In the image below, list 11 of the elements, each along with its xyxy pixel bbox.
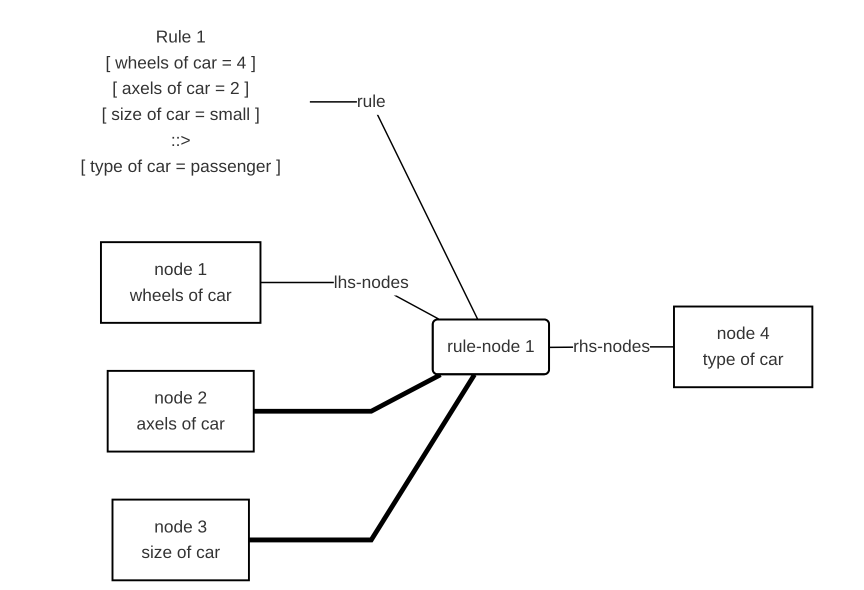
node-box: node 2 axels of car	[106, 370, 255, 453]
node-box: node 4 type of car	[673, 306, 814, 388]
connector	[248, 373, 476, 542]
edge-label: rule	[356, 92, 386, 112]
node-box: node 1 wheels of car	[100, 241, 262, 324]
connector	[254, 372, 442, 414]
edge-label: rhs-nodes	[573, 336, 650, 356]
connector	[310, 101, 479, 320]
edge-label: lhs-nodes	[334, 272, 409, 292]
node-text: Rule 1 [ wheels of car = 4 ] [ axels of car = 2 ] [ size of car = small ] ::> [ type of car = passenger ]	[80, 26, 281, 176]
node-box: node 3 size of car	[112, 498, 250, 582]
